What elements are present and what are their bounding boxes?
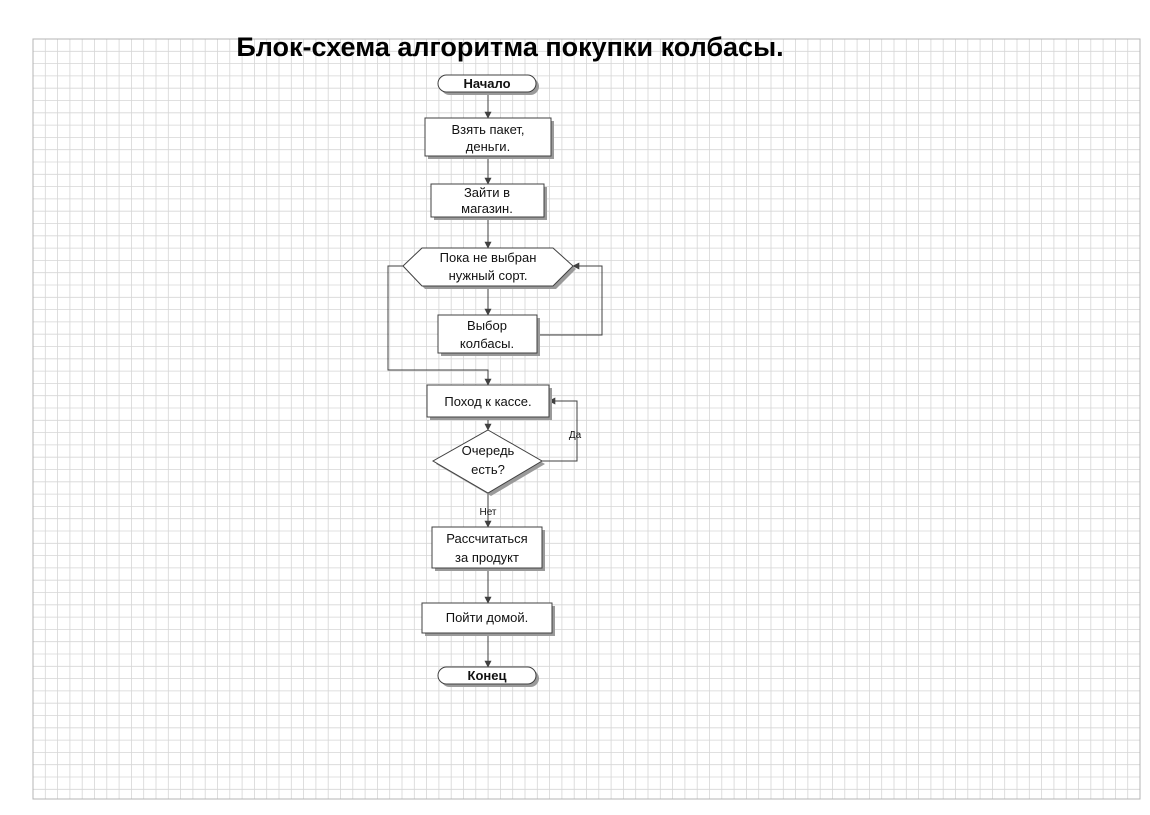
end-terminator <box>437 666 537 685</box>
go-checkout-label: Поход к кассе. <box>444 394 531 409</box>
choose-sausage-box <box>437 314 538 354</box>
take-bag-box <box>424 117 552 157</box>
pay-box <box>431 526 543 569</box>
edge-label-yes: Да <box>569 430 582 441</box>
start-terminator <box>437 74 537 93</box>
shape-shadows <box>406 78 576 687</box>
pay-label-line2: за продукт <box>455 550 519 565</box>
take-bag-label-line1: Взять пакет, <box>451 122 524 137</box>
labels: Начало Взять пакет, деньги. Зайти в мага… <box>440 76 582 683</box>
edge-label-no: Нет <box>479 507 496 518</box>
queue-decision-diamond <box>431 429 543 494</box>
queue-check-label-line2: есть? <box>471 462 505 477</box>
start-label: Начало <box>463 76 510 91</box>
pay-label-line1: Рассчитаться <box>446 531 527 546</box>
connector-choose-back-to-loop <box>537 262 603 336</box>
connectors <box>387 92 603 668</box>
background-grid <box>32 38 1141 800</box>
choose-sausage-label-line2: колбасы. <box>460 336 514 351</box>
queue-check-label-line1: Очередь <box>462 443 515 458</box>
loop-condition-label-line2: нужный сорт. <box>449 268 528 283</box>
take-bag-label-line2: деньги. <box>466 139 510 154</box>
shapes <box>402 74 574 685</box>
go-checkout-box <box>426 384 550 418</box>
connector-queue-yes-back <box>542 397 578 462</box>
grid-border <box>32 38 1141 800</box>
enter-shop-label-line1: Зайти в <box>464 185 510 200</box>
choose-sausage-label-line1: Выбор <box>467 318 507 333</box>
enter-shop-label-line2: магазин. <box>461 201 513 216</box>
connector-loop-exit-to-checkout <box>387 265 492 386</box>
go-home-box <box>421 602 553 634</box>
end-label: Конец <box>468 668 507 683</box>
enter-shop-box <box>430 183 545 218</box>
page-title: Блок-схема алгоритма покупки колбасы. <box>236 32 784 62</box>
loop-condition-hexagon <box>402 247 574 287</box>
loop-condition-label-line1: Пока не выбран <box>440 250 537 265</box>
go-home-label: Пойти домой. <box>446 610 529 625</box>
